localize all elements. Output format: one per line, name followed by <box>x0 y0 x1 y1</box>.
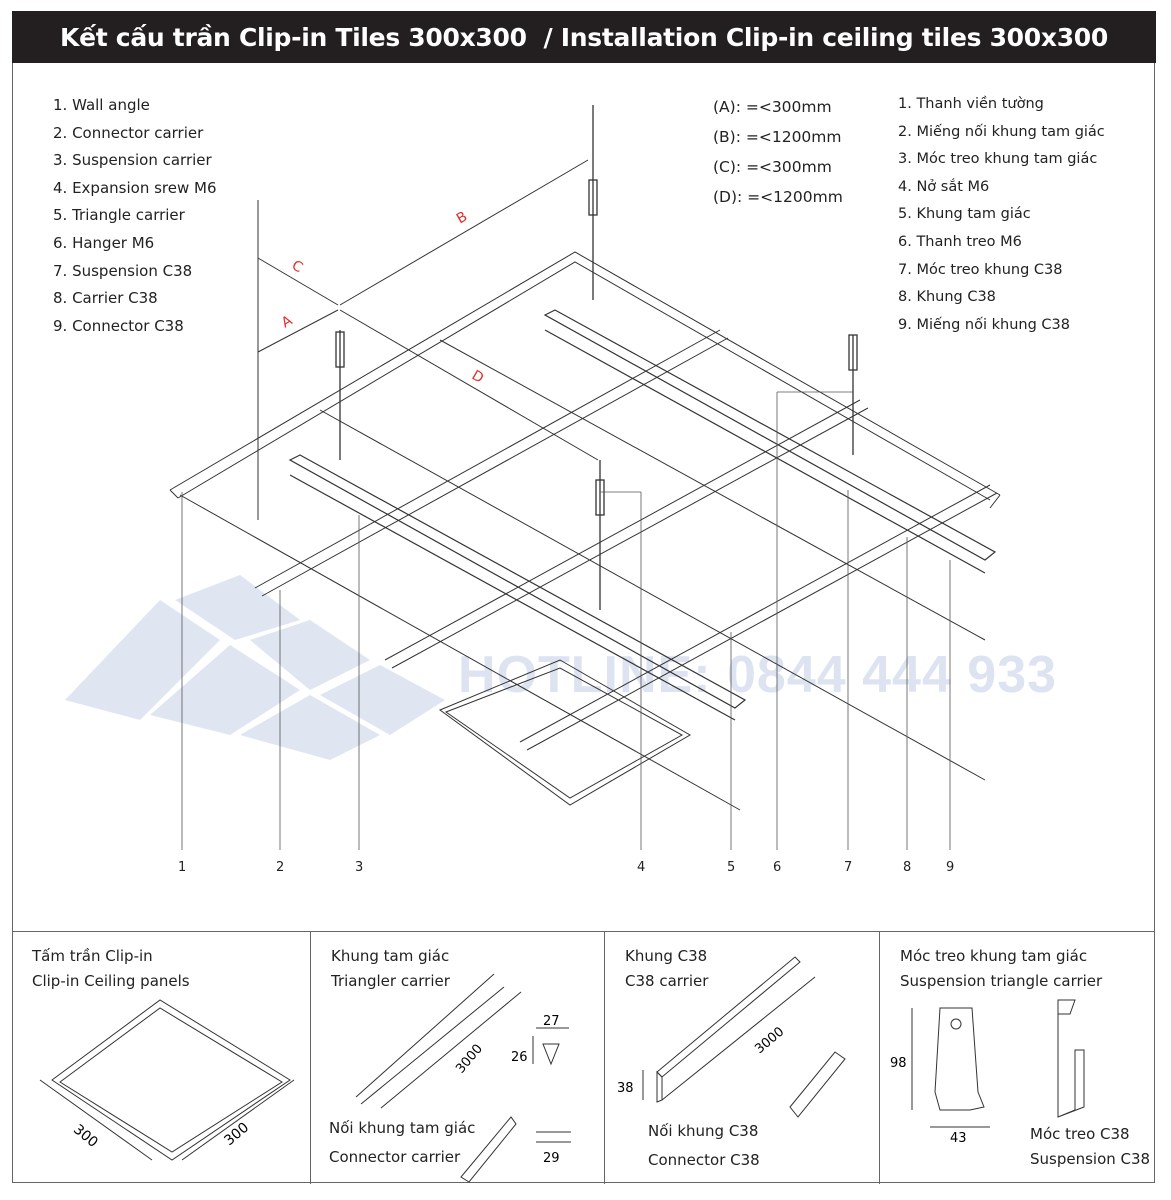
dim-label: 38 <box>617 1081 634 1096</box>
panel-title-vi: Tấm trần Clip-in <box>32 947 153 965</box>
dim-label: 3000 <box>453 1042 486 1077</box>
panel-sub-vi: Nối khung tam giác <box>329 1119 476 1137</box>
ceiling-structure <box>169 105 1001 850</box>
panel-title-en: Suspension triangle carrier <box>900 972 1103 990</box>
dim-label: 43 <box>950 1131 967 1146</box>
legend-item: 3. Suspension carrier <box>53 151 212 170</box>
legend-item: 4. Nở sắt M6 <box>898 178 990 195</box>
callout-number: 5 <box>727 860 736 875</box>
dimension-item: (A): =<300mm <box>713 98 832 116</box>
legend-item: 8. Carrier C38 <box>53 289 158 308</box>
dim-letter-c: C <box>289 257 306 276</box>
panel-sub-vi: Móc treo C38 <box>1030 1125 1130 1143</box>
legend-item: 2. Connector carrier <box>53 123 204 142</box>
panel-title-en: Triangler carrier <box>331 972 450 990</box>
diagram-frame <box>12 63 1155 1183</box>
installation-diagram: A B C D <box>65 105 1001 850</box>
panel-title-vi: Khung C38 <box>625 947 708 965</box>
dimension-item: (B): =<1200mm <box>713 128 842 146</box>
legend-english: 1. Wall angle 2. Connector carrier 3. Su… <box>53 92 217 340</box>
legend-item: 2. Miếng nối khung tam giác <box>898 123 1105 140</box>
callout-number: 6 <box>773 860 782 875</box>
dimension-legend: (A): =<300mm (B): =<1200mm (C): =<300mm … <box>713 92 843 212</box>
panel-sub-en: Suspension C38 <box>1030 1150 1151 1168</box>
legend-item: 7. Móc treo khung C38 <box>898 261 1063 278</box>
wall-angle <box>169 251 1001 496</box>
watermark-logo <box>65 575 445 760</box>
callout-number: 9 <box>946 860 955 875</box>
hotline-watermark: HOTLINE: 0844 444 933 <box>458 646 1058 704</box>
panel-sub-en: Connector carrier <box>329 1148 461 1166</box>
dim-label: 27 <box>543 1014 560 1029</box>
callout-number: 3 <box>355 860 364 875</box>
callout-number: 4 <box>637 860 646 875</box>
panel-sub-en: Connector C38 <box>648 1151 760 1169</box>
legend-item: 6. Hanger M6 <box>53 233 155 252</box>
callout-number: 8 <box>903 860 912 875</box>
callout-lines <box>181 391 951 850</box>
c38-carrier-drawing: 3000 38 <box>617 956 846 1118</box>
callout-number: 1 <box>178 860 187 875</box>
legend-item: 5. Triangle carrier <box>53 206 185 225</box>
dim-label: 98 <box>890 1056 907 1071</box>
ceiling-tile-drawing: 300 300 <box>39 999 295 1161</box>
panel-title-en: C38 carrier <box>625 972 709 990</box>
legend-item: 9. Connector C38 <box>53 316 184 335</box>
legend-item: 3. Móc treo khung tam giác <box>898 151 1098 168</box>
dimension-letters: A B C D <box>279 209 486 387</box>
legend-vietnamese: 1. Thanh viền tường 2. Miếng nối khung t… <box>898 91 1105 339</box>
dim-label: 300 <box>70 1121 101 1150</box>
dim-label: 29 <box>543 1151 560 1166</box>
callout-number: 7 <box>844 860 853 875</box>
dim-label: 3000 <box>752 1024 787 1057</box>
legend-item: 8. Khung C38 <box>898 289 996 306</box>
dim-letter-d: D <box>469 367 486 386</box>
c38-carriers <box>288 309 997 721</box>
dimension-item: (D): =<1200mm <box>713 188 843 206</box>
legend-item: 9. Miếng nối khung C38 <box>898 316 1070 333</box>
page-title: Kết cấu trần Clip-in Tiles 300x300 / Ins… <box>12 11 1156 63</box>
suspension-drawing: 98 43 <box>890 999 1085 1146</box>
legend-item: 1. Wall angle <box>53 96 150 114</box>
legend-item: 5. Khung tam giác <box>898 206 1031 223</box>
dimension-item: (C): =<300mm <box>713 158 832 176</box>
legend-item: 4. Expansion srew M6 <box>53 178 217 197</box>
panel-title-vi: Móc treo khung tam giác <box>900 947 1088 965</box>
dimension-lines <box>257 159 599 520</box>
triangle-carrier-drawing: 3000 27 26 29 <box>355 973 571 1183</box>
dim-letter-b: B <box>454 209 470 228</box>
dim-label: 300 <box>221 1120 252 1149</box>
legend-item: 7. Suspension C38 <box>53 261 193 280</box>
callout-number: 2 <box>276 860 285 875</box>
panel-title-en: Clip-in Ceiling panels <box>32 972 190 990</box>
panel-sub-vi: Nối khung C38 <box>648 1122 759 1140</box>
legend-item: 6. Thanh treo M6 <box>898 233 1022 250</box>
panel-title-vi: Khung tam giác <box>331 947 450 965</box>
hanger-rods <box>335 105 858 610</box>
dim-letter-a: A <box>279 312 296 331</box>
legend-item: 1. Thanh viền tường <box>898 96 1044 112</box>
dim-label: 26 <box>511 1050 528 1065</box>
ceiling-panel <box>438 659 691 806</box>
